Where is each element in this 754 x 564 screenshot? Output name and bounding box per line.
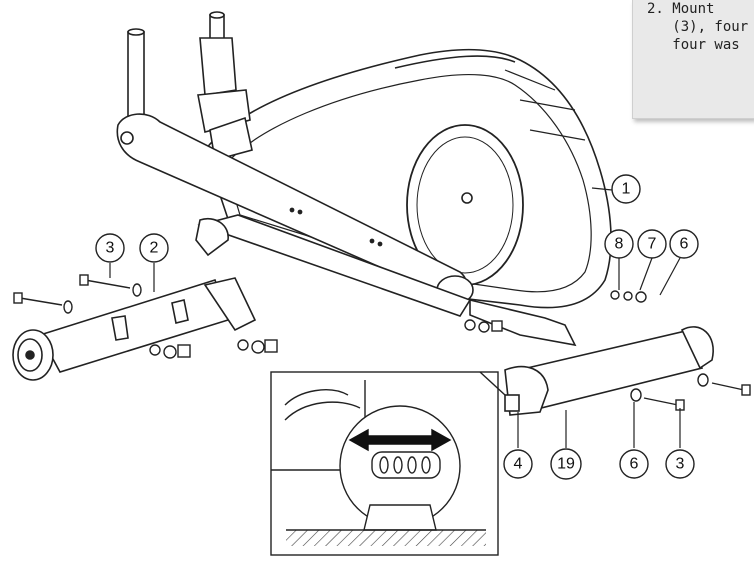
callout-6-bottom-label: 6 (630, 456, 639, 473)
instruction-text: 2. Mount (3), four four was (647, 0, 748, 54)
callout-6-top-label: 6 (680, 236, 689, 253)
callout-8-label: 8 (615, 236, 624, 253)
callout-2: 2 (139, 233, 169, 263)
instruction-line-1: 2. Mount (647, 1, 715, 17)
callout-4-label: 4 (514, 456, 523, 473)
callout-1: 1 (611, 174, 641, 204)
callout-8: 8 (604, 229, 634, 259)
callout-7: 7 (637, 229, 667, 259)
callout-3-right-label: 3 (676, 456, 685, 473)
callout-3-left-label: 3 (106, 240, 115, 257)
callout-3-right: 3 (665, 449, 695, 479)
callout-19: 19 (550, 448, 582, 480)
instruction-line-3: four was (647, 37, 740, 53)
callout-6-top: 6 (669, 229, 699, 259)
callout-6-bottom: 6 (619, 449, 649, 479)
callout-19-label: 19 (557, 456, 575, 473)
lower-frame (195, 214, 472, 317)
handle-posts (127, 11, 253, 162)
detail-inset (270, 371, 506, 556)
callout-4: 4 (503, 449, 533, 479)
left-hardware (13, 274, 278, 359)
front-stabilizer (504, 326, 714, 416)
callout-2-label: 2 (150, 240, 159, 257)
leader-lines (109, 187, 681, 448)
instruction-line-2: (3), four (647, 19, 749, 35)
rear-stabilizer (12, 277, 257, 381)
callout-3-left: 3 (95, 233, 125, 263)
callout-7-label: 7 (648, 236, 657, 253)
instruction-box: 2. Mount (3), four four was (632, 0, 754, 119)
callout-1-label: 1 (622, 181, 631, 198)
